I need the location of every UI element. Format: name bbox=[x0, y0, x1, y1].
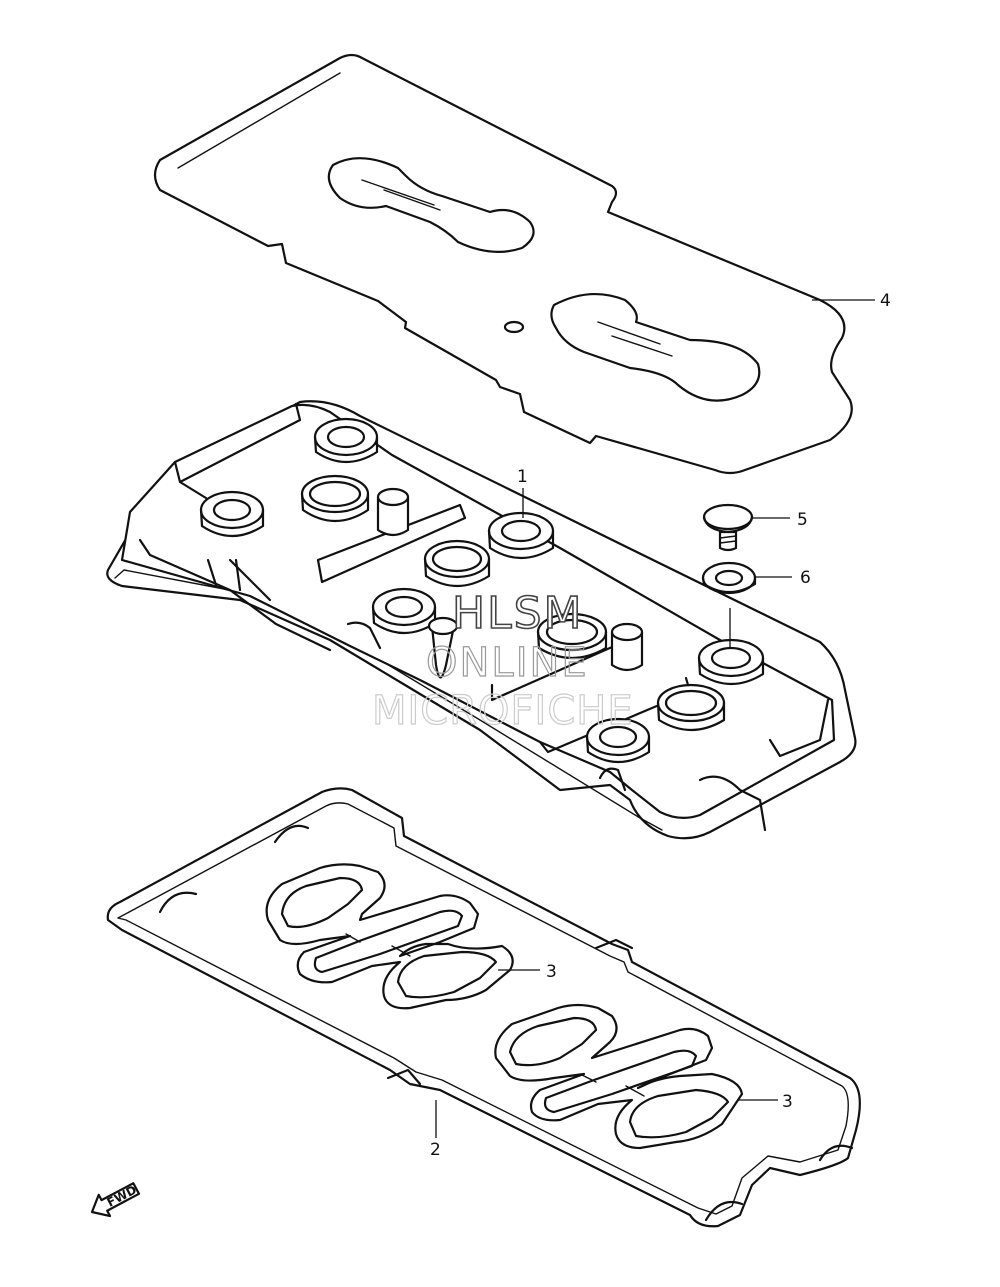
part-2-cover-gasket bbox=[106, 787, 861, 1228]
watermark: HLSM ONLINE MICROFICHE bbox=[371, 587, 634, 734]
watermark-line-3: MICROFICHE bbox=[372, 688, 634, 734]
part-5-bolt bbox=[702, 503, 754, 552]
part-3-plug-gasket-lower bbox=[494, 1003, 744, 1150]
callout-3-lower: 3 bbox=[782, 1092, 793, 1112]
callout-4: 4 bbox=[880, 291, 891, 311]
part-3-plug-gasket-upper bbox=[265, 863, 514, 1010]
part-6-washer bbox=[701, 561, 757, 595]
callout-3-upper: 3 bbox=[546, 962, 557, 982]
watermark-line-2: ONLINE bbox=[426, 640, 589, 686]
fwd-label: FWD bbox=[105, 1183, 139, 1210]
fwd-arrow-icon: FWD bbox=[90, 1182, 141, 1218]
watermark-line-1: HLSM bbox=[452, 588, 584, 639]
callout-2: 2 bbox=[430, 1140, 441, 1160]
callout-1: 1 bbox=[517, 467, 528, 487]
callout-5: 5 bbox=[797, 510, 808, 530]
part-1-cylinder-head-cover bbox=[106, 400, 857, 840]
part-4-gasket-sheet bbox=[153, 53, 853, 475]
callout-6: 6 bbox=[800, 568, 811, 588]
leader-lines bbox=[435, 299, 875, 1138]
